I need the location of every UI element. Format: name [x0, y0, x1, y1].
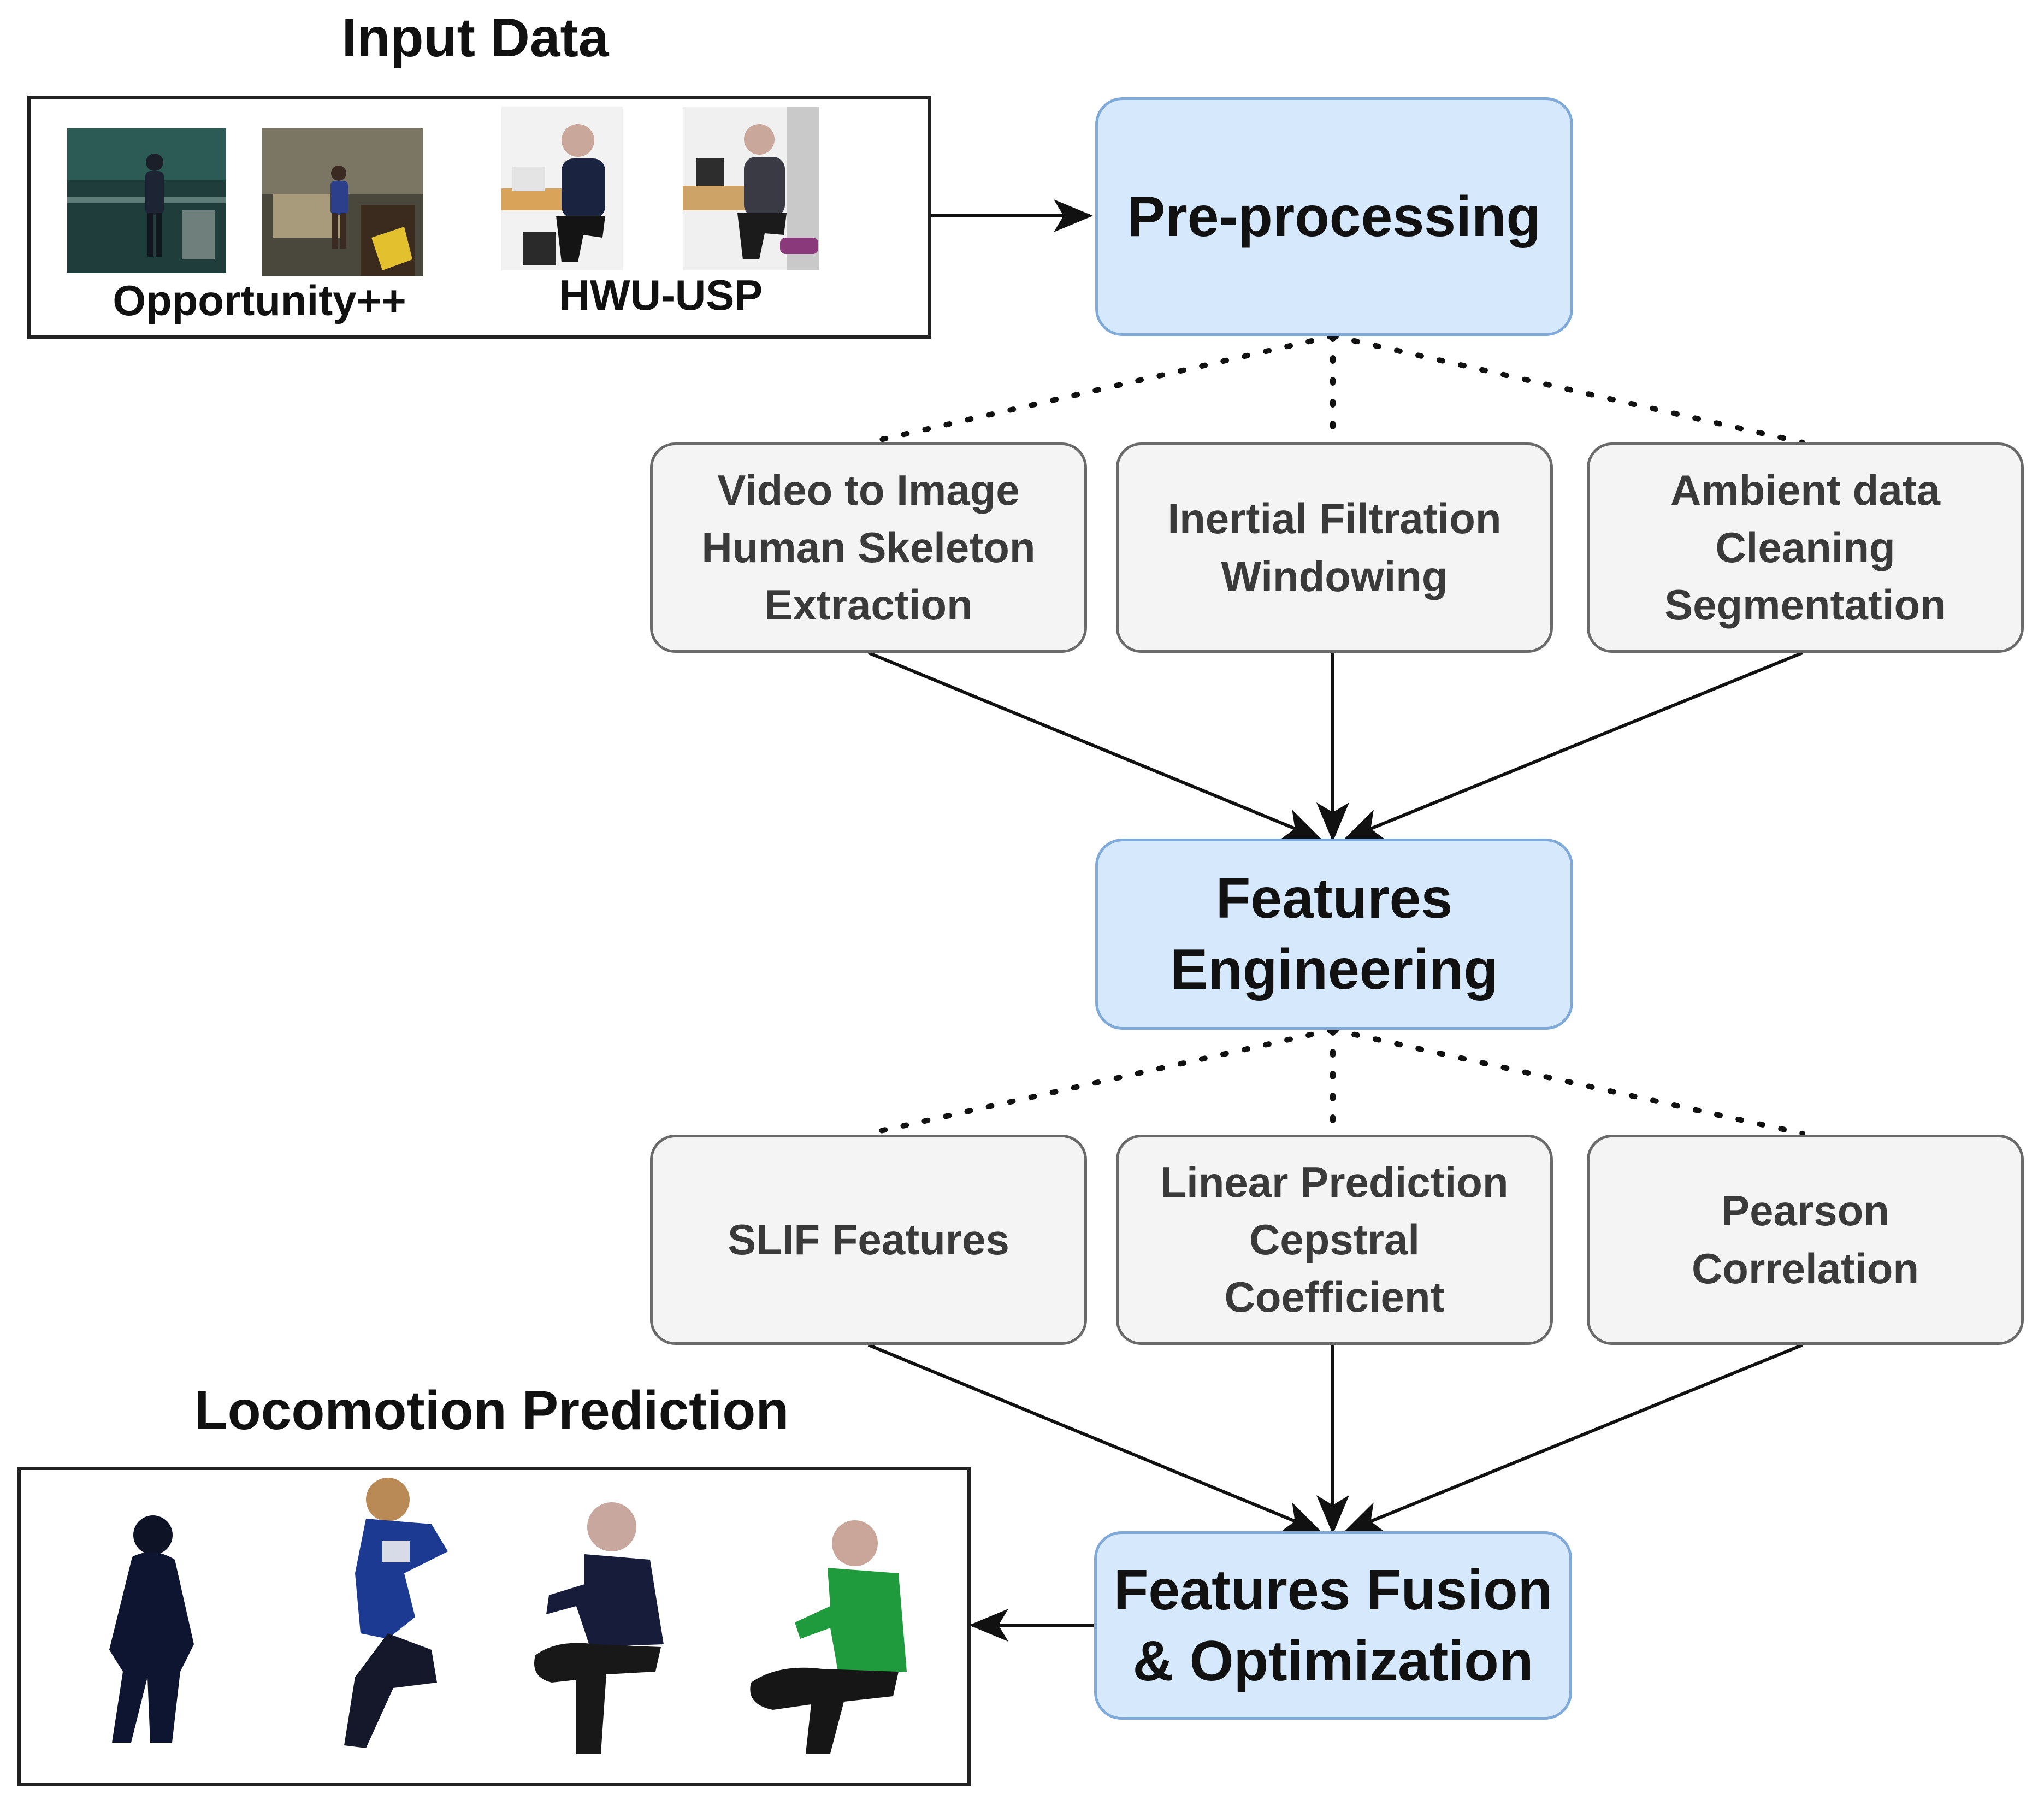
features-engineering-line-2: Engineering — [1170, 938, 1498, 1001]
features-engineering-stage-box: Features Engineering — [1095, 839, 1573, 1030]
arrow-ambient-step-to-features — [1343, 651, 1804, 840]
step-inertial-filtration: Inertial Filtration Windowing — [1116, 442, 1553, 653]
step-slif-features: SLIF Features — [650, 1135, 1087, 1345]
step-lpcc-line-2: Cepstral — [1249, 1215, 1420, 1264]
step-ambient-line-3: Segmentation — [1664, 581, 1946, 629]
hwu-usp-photo-2 — [683, 107, 819, 270]
arrow-pearson-step-to-fusion — [1343, 1343, 1804, 1533]
dotted-features-to-slif-step — [866, 1027, 1336, 1136]
opportunity-kitchen-photo-1 — [67, 128, 226, 273]
dotted-preprocessing-to-video-step — [866, 333, 1336, 445]
features-fusion-line-2: & Optimization — [1132, 1629, 1534, 1693]
input-data-title: Input Data — [341, 7, 609, 68]
features-fusion-line-1: Features Fusion — [1113, 1558, 1553, 1622]
step-video-to-skeleton: Video to Image Human Skeleton Extraction — [650, 442, 1087, 653]
opportunity-kitchen-photo-2 — [262, 128, 423, 276]
dataset-label-opportunity: Opportunity++ — [113, 276, 406, 324]
locomotion-figure-crouching — [344, 1478, 448, 1748]
arrow-video-step-to-features — [867, 651, 1322, 840]
dataset-label-hwu-usp: HWU-USP — [559, 271, 763, 319]
locomotion-figure-sitting-2 — [750, 1520, 907, 1754]
step-video-line-3: Extraction — [764, 581, 973, 629]
step-pearson-line-2: Correlation — [1691, 1244, 1919, 1293]
dotted-preprocessing-to-ambient-step — [1330, 333, 1805, 445]
step-ambient-line-1: Ambient data — [1670, 465, 1941, 514]
step-inertial-line-2: Windowing — [1221, 552, 1448, 600]
features-engineering-line-1: Features — [1215, 867, 1453, 930]
dotted-features-to-pearson-step — [1330, 1027, 1805, 1136]
locomotion-prediction-title: Locomotion Prediction — [194, 1380, 789, 1441]
step-lpcc-line-3: Coefficient — [1224, 1273, 1445, 1321]
locomotion-figure-sitting-1 — [534, 1502, 664, 1754]
preprocessing-stage-label: Pre-processing — [1127, 185, 1541, 249]
arrow-slif-step-to-fusion — [867, 1343, 1322, 1533]
locomotion-figure-walking — [109, 1515, 194, 1743]
step-pearson-correlation: Pearson Correlation — [1587, 1135, 2024, 1345]
step-inertial-line-1: Inertial Filtration — [1167, 494, 1502, 543]
step-video-line-2: Human Skeleton — [701, 523, 1036, 571]
hwu-usp-photo-1 — [501, 107, 623, 270]
step-video-line-1: Video to Image — [717, 465, 1020, 514]
features-fusion-stage-box: Features Fusion & Optimization — [1094, 1531, 1572, 1720]
step-ambient-cleaning: Ambient data Cleaning Segmentation — [1587, 442, 2024, 653]
preprocessing-stage-box: Pre-processing — [1095, 97, 1573, 336]
step-slif-line-1: SLIF Features — [728, 1215, 1009, 1264]
step-lpcc: Linear Prediction Cepstral Coefficient — [1116, 1135, 1553, 1345]
step-lpcc-line-1: Linear Prediction — [1160, 1158, 1509, 1206]
step-pearson-line-1: Pearson — [1721, 1187, 1889, 1235]
step-ambient-line-2: Cleaning — [1715, 523, 1895, 571]
